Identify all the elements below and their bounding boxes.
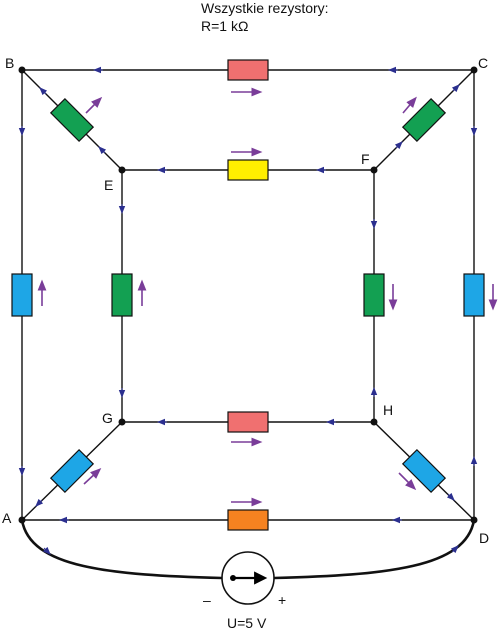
junction-a [18,516,26,524]
resistor-ge [111,273,133,317]
flow-arrow-ag-lower [35,498,44,507]
node-label-b: B [5,55,14,71]
resistor-gh [227,411,269,433]
node-label-e: E [104,177,113,193]
flow-arrow-be-upper [39,87,48,96]
node-label-a: A [2,510,12,526]
note-line-2: R=1 kΩ [201,18,248,34]
current-arrows [37,87,498,507]
node-label-g: G [102,410,113,426]
junction-b [18,66,26,74]
flow-arrows [18,66,478,555]
current-arrow-ag [83,467,102,485]
junction-h [370,418,378,426]
resistor-ef [227,159,269,181]
node-label-d: D [479,530,489,546]
resistor-ad [227,509,269,531]
resistor-ab [11,273,33,317]
node-label-f: F [361,151,370,167]
flow-arrow-be-lower [98,146,107,155]
wire-source-right [273,519,476,580]
resistor-be [49,97,95,143]
junction-d [470,516,478,524]
wire-source-left [20,519,223,580]
junction-c [470,66,478,74]
resistors [11,59,485,531]
junction-g [118,418,126,426]
resistor-hf [363,273,385,317]
resistor-ag [49,448,95,494]
source-voltage-label: U=5 V [227,615,267,630]
resistor-dc [463,273,485,317]
node-label-c: C [478,55,488,71]
current-arrow-dh [398,472,417,491]
resistor-dh [401,448,447,494]
node-label-h: H [383,402,393,418]
resistor-bc [227,59,269,81]
junction-e [118,166,126,174]
junction-f [370,166,378,174]
current-arrow-cf [402,96,417,114]
note-line-1: Wszystkie rezystory: [201,0,329,16]
junctions [18,66,478,524]
flow-arrow-source-right [450,545,459,554]
flow-arrow-cf-upper [451,84,460,93]
voltage-source [221,551,275,605]
source-plus-label: + [278,592,286,608]
resistor-cf [401,97,447,143]
source-minus-label: – [203,592,211,608]
flow-arrow-source-left [42,546,51,555]
current-arrow-be [85,96,103,114]
flow-arrow-cf-lower [394,141,403,150]
flow-arrow-dh-lower [446,492,455,501]
